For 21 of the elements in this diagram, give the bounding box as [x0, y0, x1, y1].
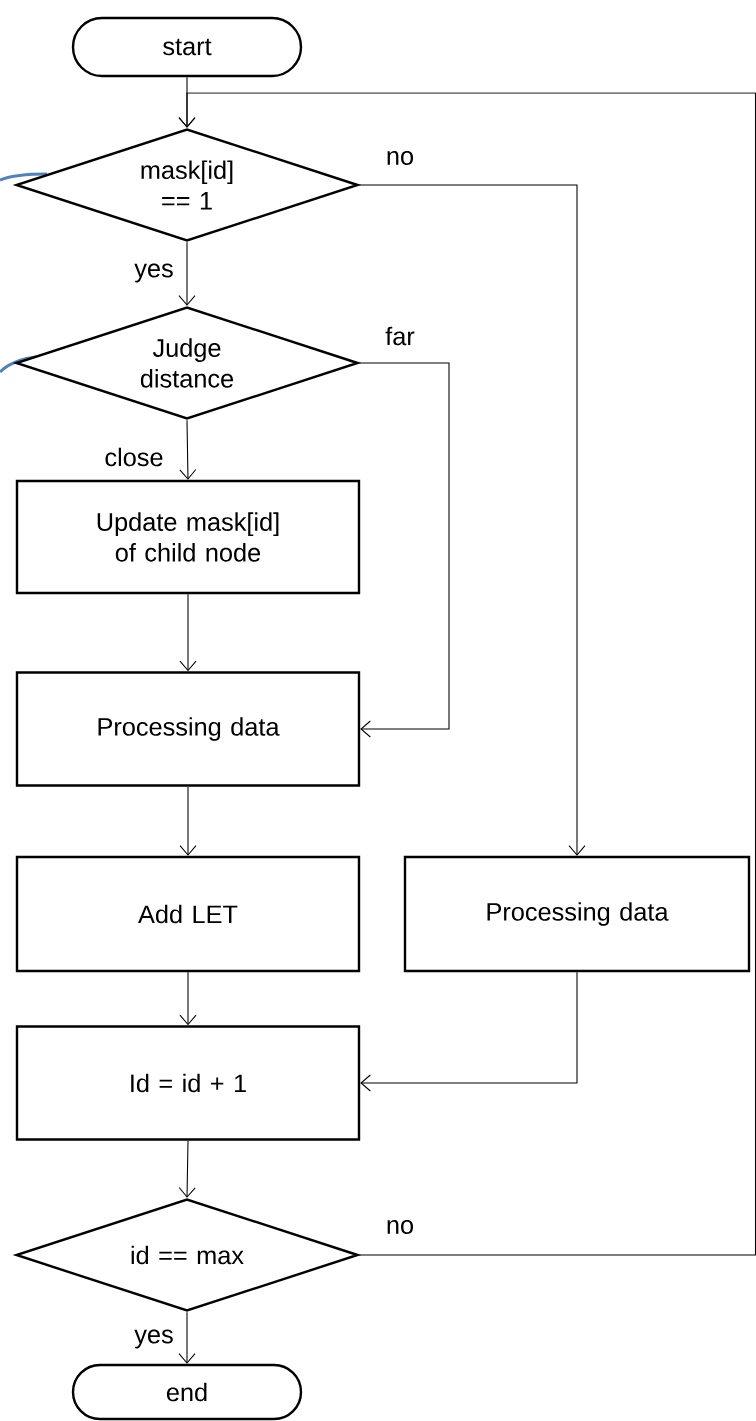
- process-box: Processing data: [403, 855, 751, 973]
- process-box: Add LET: [15, 855, 361, 973]
- arrow: [179, 971, 197, 1026]
- edge-label: far: [383, 325, 417, 347]
- arrow: [360, 971, 578, 1092]
- arrow: [179, 593, 197, 672]
- arrow: [178, 1311, 196, 1364]
- edge-label: close: [103, 446, 165, 468]
- arrow: [179, 786, 197, 856]
- process-box: Id = id + 1: [15, 1025, 361, 1141]
- edge-label: no: [384, 149, 416, 167]
- arrow: [179, 419, 197, 480]
- edge-label: yes: [132, 1328, 176, 1350]
- process-box: Update mask[id] of child node: [15, 479, 361, 595]
- arrow: [178, 1140, 196, 1198]
- arrow: [178, 241, 196, 306]
- edge-label: no: [384, 1218, 416, 1236]
- arrow: [358, 362, 450, 738]
- process-box: Processing data: [15, 671, 361, 787]
- arrow: [358, 184, 586, 856]
- edge-label: yes: [132, 262, 176, 284]
